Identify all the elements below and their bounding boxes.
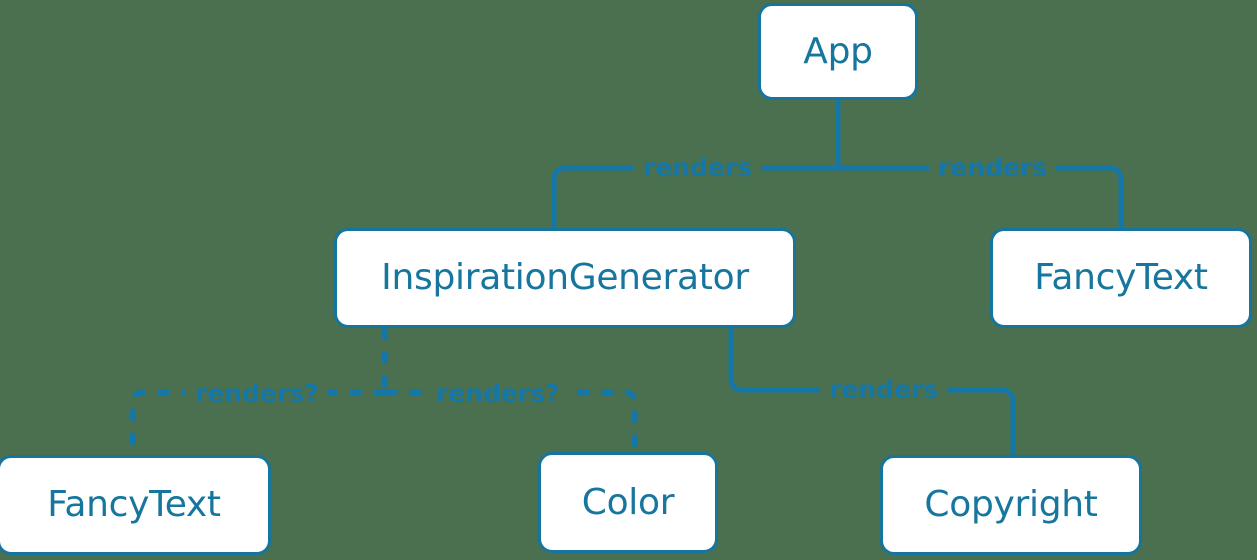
node-inspirationgenerator[interactable]: InspirationGenerator: [334, 228, 796, 328]
node-inspirationgenerator-label: InspirationGenerator: [381, 257, 749, 298]
edge-app-to-fancytext: [838, 165, 1124, 228]
node-color-label: Color: [581, 481, 675, 523]
node-fancytext-right-label: FancyText: [1034, 257, 1208, 298]
edge-inspirationgenerator-to-fancytext: [130, 389, 385, 455]
node-app[interactable]: App: [758, 3, 918, 100]
edge-label-inspirationgenerator-to-fancytext: renders?: [186, 381, 328, 406]
edge-label-inspirationgenerator-to-color: renders?: [427, 381, 569, 406]
edge-inspirationgenerator-to-color: [385, 389, 638, 455]
edge-label-app-to-inspirationgenerator: renders: [634, 155, 762, 180]
node-copyright[interactable]: Copyright: [880, 455, 1142, 555]
node-fancytext-right[interactable]: FancyText: [990, 228, 1252, 328]
node-copyright-label: Copyright: [924, 484, 1098, 525]
node-app-label: App: [803, 30, 873, 72]
node-color[interactable]: Color: [538, 452, 718, 553]
node-fancytext-left[interactable]: FancyText: [0, 455, 271, 555]
node-fancytext-left-label: FancyText: [47, 484, 221, 525]
edge-label-inspirationgenerator-to-copyright: renders: [820, 377, 948, 402]
edge-app-to-inspirationgenerator: [551, 165, 838, 228]
edge-label-app-to-fancytext: renders: [929, 155, 1057, 180]
